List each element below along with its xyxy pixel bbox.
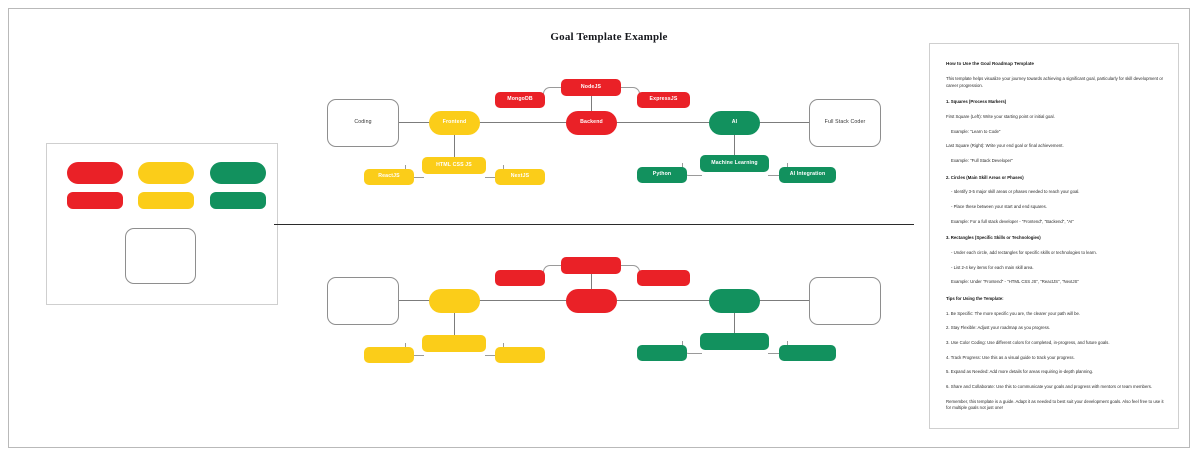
section-divider bbox=[274, 224, 914, 225]
blank-node-skill-2[interactable] bbox=[561, 257, 621, 274]
elbow-left bbox=[543, 265, 563, 279]
branch-stem bbox=[734, 134, 735, 157]
node-circle-backend[interactable]: Backend bbox=[566, 111, 617, 135]
node-skill-machine-learning[interactable]: Machine Learning bbox=[700, 155, 769, 172]
spine-line bbox=[729, 122, 819, 123]
section-2-line-2: - Place these between your start and end… bbox=[951, 204, 1048, 210]
tip-1: 1. Be Specific: The more specific you ar… bbox=[946, 310, 1081, 316]
tip-4: 4. Track Progress: Use this as a visual … bbox=[946, 354, 1075, 360]
blank-node-sub-1-left[interactable] bbox=[364, 347, 414, 363]
spine-line bbox=[399, 122, 729, 123]
node-skill-python[interactable]: Python bbox=[637, 167, 687, 183]
node-skill-expressjs[interactable]: ExpressJS bbox=[637, 92, 690, 108]
palette-green-rect[interactable] bbox=[210, 192, 266, 209]
blank-node-circle-1[interactable] bbox=[429, 289, 480, 313]
instructions-heading: How to Use the Goal Roadmap Template bbox=[946, 61, 1034, 66]
palette-blank-square[interactable] bbox=[125, 228, 196, 284]
goal-roadmap-blank-template bbox=[309, 247, 899, 377]
section-2-heading: 2. Circles (Main Skill Areas or Phases) bbox=[946, 174, 1024, 180]
section-3-line-2: - List 2-4 key items for each main skill… bbox=[951, 264, 1034, 270]
section-3-line-3: Example: Under "Frontend" - "HTML CSS JS… bbox=[951, 279, 1079, 285]
branch-stem bbox=[454, 134, 455, 159]
branch-stem bbox=[591, 274, 592, 291]
node-skill-reactjs[interactable]: ReactJS bbox=[364, 169, 414, 185]
branch-stem bbox=[734, 312, 735, 335]
palette-green-pill[interactable] bbox=[210, 162, 266, 184]
node-skill-nextjs[interactable]: NextJS bbox=[495, 169, 545, 185]
blank-node-sub-3-right[interactable] bbox=[779, 345, 836, 361]
blank-node-start-square[interactable] bbox=[327, 277, 399, 325]
page-canvas: Goal Template Example Coding Full Stack … bbox=[8, 8, 1190, 448]
blank-node-skill-3[interactable] bbox=[700, 333, 769, 350]
section-1-heading: 1. Squares (Process Markers) bbox=[946, 99, 1007, 105]
node-circle-ai[interactable]: AI bbox=[709, 111, 760, 135]
page-title: Goal Template Example bbox=[550, 31, 668, 43]
node-circle-frontend[interactable]: Frontend bbox=[429, 111, 480, 135]
branch-stem bbox=[591, 96, 592, 113]
spine-line bbox=[399, 300, 729, 301]
palette-red-rect[interactable] bbox=[67, 192, 123, 209]
node-skill-mongodb[interactable]: MongoDB bbox=[495, 92, 545, 108]
blank-node-sub-1-right[interactable] bbox=[495, 347, 545, 363]
blank-node-end-square[interactable] bbox=[809, 277, 881, 325]
blank-node-sub-2-right[interactable] bbox=[637, 270, 690, 286]
closing-note: Remember, this template is a guide. Adap… bbox=[946, 398, 1164, 411]
elbow-left bbox=[543, 87, 563, 101]
section-1-line-2: Example: "Learn to Code" bbox=[951, 128, 1001, 134]
section-2-line-3: Example: For a full stack developer - "F… bbox=[951, 218, 1074, 224]
section-1-line-1: First Square (Left): Write your starting… bbox=[946, 114, 1055, 120]
section-3-line-1: - Under each circle, add rectangles for … bbox=[951, 249, 1097, 255]
blank-node-skill-1[interactable] bbox=[422, 335, 486, 352]
node-start-square[interactable]: Coding bbox=[327, 99, 399, 147]
node-skill-nodejs[interactable]: NodeJS bbox=[561, 79, 621, 96]
tip-5: 5. Expand as Needed: Add more details fo… bbox=[946, 369, 1094, 375]
blank-node-sub-2-left[interactable] bbox=[495, 270, 545, 286]
palette-red-pill[interactable] bbox=[67, 162, 123, 184]
tip-6: 6. Share and Collaborate: Use this to co… bbox=[946, 383, 1153, 389]
palette-yellow-pill[interactable] bbox=[138, 162, 194, 184]
spine-line bbox=[729, 300, 819, 301]
section-3-heading: 3. Rectangles (Specific Skills or Techno… bbox=[946, 235, 1041, 241]
tip-2: 2. Stay Flexible: Adjust your roadmap as… bbox=[946, 325, 1051, 331]
blank-node-sub-3-left[interactable] bbox=[637, 345, 687, 361]
section-1-line-4: Example: "Full Stack Developer" bbox=[951, 158, 1013, 164]
tip-3: 3. Use Color Coding: Use different color… bbox=[946, 339, 1110, 345]
shape-palette bbox=[46, 143, 278, 305]
node-skill-html-css-js[interactable]: HTML CSS JS bbox=[422, 157, 486, 174]
blank-node-circle-3[interactable] bbox=[709, 289, 760, 313]
goal-roadmap-filled: Coding Full Stack Coder Frontend HTML CS… bbox=[309, 69, 899, 199]
section-1-line-3: Last Square (Right): Write your end goal… bbox=[946, 143, 1064, 149]
branch-stem bbox=[454, 312, 455, 337]
blank-node-circle-2[interactable] bbox=[566, 289, 617, 313]
section-2-line-1: - Identify 3-5 major skill areas or phas… bbox=[951, 189, 1080, 195]
tips-heading: Tips for Using the Template: bbox=[946, 295, 1004, 301]
palette-yellow-rect[interactable] bbox=[138, 192, 194, 209]
instructions-intro: This template helps visualize your journ… bbox=[946, 76, 1164, 88]
node-skill-ai-integration[interactable]: AI Integration bbox=[779, 167, 836, 183]
instructions-panel: How to Use the Goal Roadmap Template Thi… bbox=[929, 43, 1179, 429]
node-end-square[interactable]: Full Stack Coder bbox=[809, 99, 881, 147]
